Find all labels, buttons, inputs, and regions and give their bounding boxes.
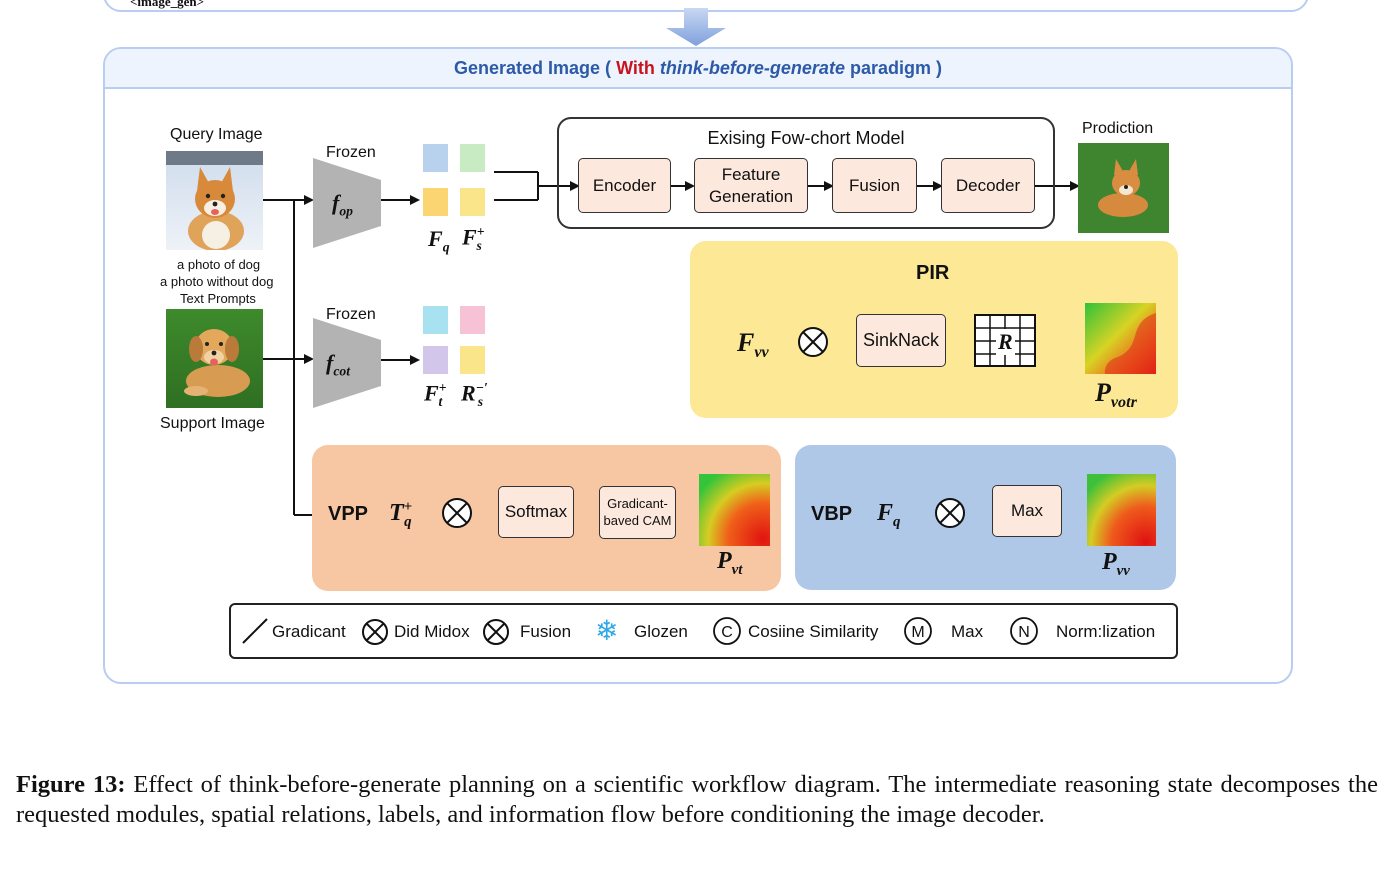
vbp-output-label: Pvv (1102, 549, 1130, 579)
vbp-output-heatmap (1087, 474, 1156, 546)
prediction-dog-image (1078, 143, 1169, 233)
header-with: With (616, 58, 655, 78)
flowchart-title: Exising Fow-chort Model (707, 128, 905, 148)
frozen-encoder-top (313, 158, 381, 248)
vbp-title: VBP (811, 503, 853, 525)
feature-square-top-4 (460, 188, 485, 216)
r-matrix-label: R (996, 329, 1015, 355)
header-prefix: Generated Image ( (454, 58, 612, 78)
otimes-icon (483, 619, 509, 645)
encoder-box: Encoder (578, 158, 671, 213)
gradient-slash-icon (242, 618, 268, 644)
legend-label-did-midox: Did Midox (394, 622, 470, 641)
feature-square-bottom-4 (460, 346, 485, 374)
feature-generation-box: Feature Generation (694, 158, 808, 213)
legend-label-cosine: Cosiine Similarity (748, 622, 879, 641)
r-matrix-grid (974, 314, 1036, 367)
vbp-input-label: Fq (877, 500, 901, 530)
text-prompt-1: a photo of dog (177, 257, 261, 272)
image-gen-tag: <image_gen> (130, 0, 205, 9)
svg-text:M: M (911, 624, 924, 641)
frozen-label-bottom: Frozen (326, 306, 376, 323)
pir-input-label: Fvv (737, 328, 769, 362)
encoder-top-label: fop (332, 190, 353, 219)
feature-fs-label: F+s (462, 224, 485, 253)
encoder-bottom-label: fcot (326, 350, 350, 379)
otimes-icon (362, 619, 388, 645)
query-dog-image (166, 151, 263, 250)
feature-square-top-3 (423, 188, 448, 216)
vpp-fusion-otimes-icon (442, 498, 472, 528)
legend-label-normalization: Norm:lization (1056, 622, 1156, 641)
pir-fusion-otimes-icon (798, 327, 828, 357)
down-arrow-icon (666, 8, 726, 46)
frozen-encoder-bottom (313, 318, 381, 408)
header-suffix: paradigm ) (849, 58, 942, 78)
vpp-title: VPP (328, 503, 369, 525)
svg-text:N: N (1018, 624, 1030, 641)
header-paradigm: think-before-generate (659, 58, 845, 78)
support-image-label: Support Image (160, 415, 265, 432)
support-dog-image (166, 309, 263, 408)
text-prompt-2: a photo without dog (160, 274, 274, 289)
feature-ft-label: F+t (424, 380, 447, 409)
normalization-n-icon: N (1010, 617, 1038, 645)
caption-text: Effect of think-before-generate planning… (16, 771, 1378, 828)
vbp-fusion-otimes-icon (935, 498, 965, 528)
svg-text:C: C (721, 624, 733, 641)
decoder-box: Decoder (941, 158, 1035, 213)
legend-label-max: Max (951, 622, 984, 641)
gradient-cam-box: Gradicant-baved CAM (599, 486, 676, 539)
text-prompts-label: Text Prompts (180, 291, 256, 306)
caption-label: Figure 13: (16, 771, 126, 798)
softmax-box: Softmax (498, 486, 574, 538)
max-m-icon: M (904, 617, 932, 645)
snowflake-icon: ❄ (595, 615, 619, 646)
cosine-c-icon: C (713, 617, 741, 645)
fusion-box: Fusion (832, 158, 917, 213)
feature-square-top-1 (423, 144, 448, 172)
legend-label-glozen: Glozen (634, 622, 688, 641)
prediction-label: Prodiction (1082, 120, 1154, 137)
panel-header: Generated Image ( With think-before-gene… (105, 49, 1291, 89)
feature-rs-label: R−′s (461, 380, 488, 409)
feature-square-top-2 (460, 144, 485, 172)
pir-output-label: Pvotr (1095, 378, 1137, 412)
vpp-input-label: T+q (389, 499, 413, 530)
max-box: Max (992, 485, 1062, 537)
pir-output-heatmap (1085, 303, 1156, 374)
figure-caption: Figure 13: Effect of think-before-genera… (16, 770, 1378, 830)
legend-label-gradicant: Gradicant (272, 622, 346, 641)
legend-label-fusion: Fusion (520, 622, 572, 641)
feature-square-bottom-1 (423, 306, 448, 334)
feature-fq-label: Fq (428, 226, 450, 255)
frozen-label-top: Frozen (326, 144, 376, 161)
vpp-output-heatmap (699, 474, 770, 546)
existing-flowchart-model (557, 117, 1055, 229)
vpp-output-label: Pvt (717, 548, 743, 578)
feature-square-bottom-2 (460, 306, 485, 334)
feature-square-bottom-3 (423, 346, 448, 374)
query-image-label: Query Image (170, 126, 263, 143)
sinknack-box: SinkNack (856, 314, 946, 367)
pir-title: PIR (916, 262, 950, 284)
